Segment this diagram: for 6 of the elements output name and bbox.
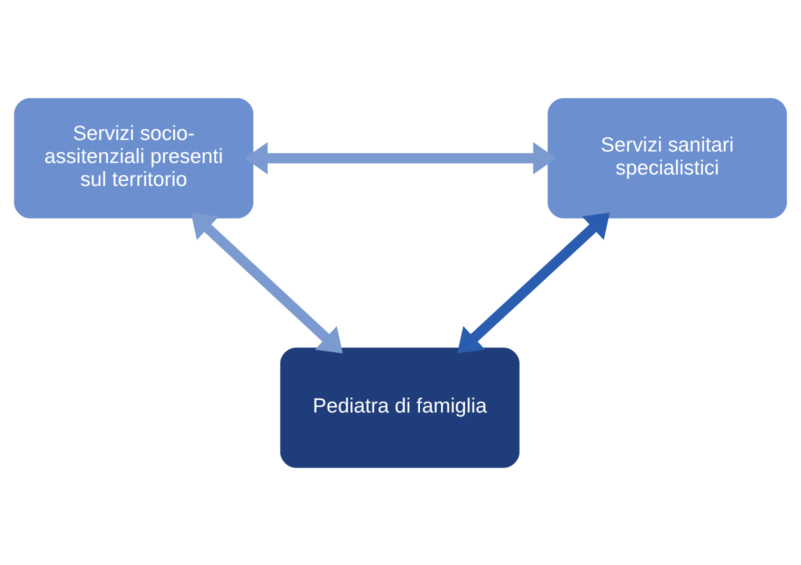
node-box: Pediatra di famiglia	[280, 347, 520, 468]
node-box: Servizi socio-assitenziali presenti sul territorio	[14, 98, 254, 218]
node-box: Servizi sanitari specialistici	[548, 98, 787, 218]
arrow	[457, 212, 610, 353]
arrow	[244, 142, 556, 174]
arrow	[190, 212, 343, 353]
